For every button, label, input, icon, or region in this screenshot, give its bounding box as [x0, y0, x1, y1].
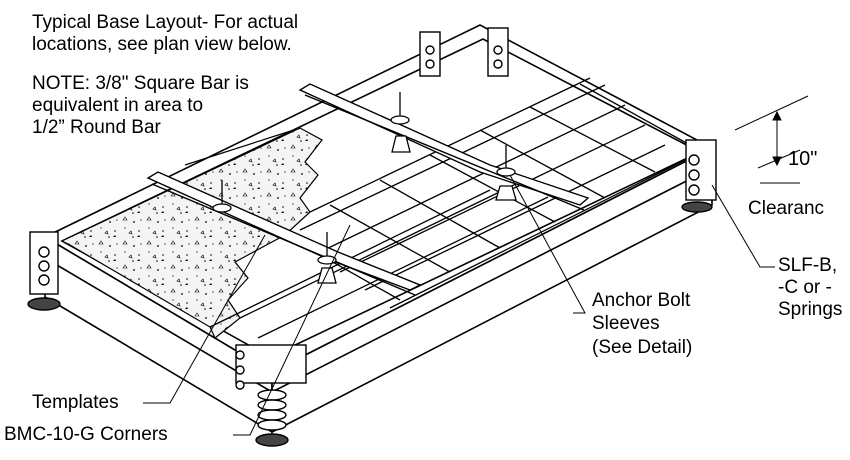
bar-note-line1: NOTE: 3/8" Square Bar is: [32, 73, 249, 94]
anchor-label-line3: (See Detail): [592, 337, 693, 358]
bar-note-line2: equivalent in area to: [32, 95, 204, 116]
clearance-label: Clearanc: [748, 198, 825, 219]
spring-label-line1: SLF-B,: [778, 255, 838, 276]
concrete-fill: [60, 127, 323, 339]
spring-label-line2: -C or -: [778, 277, 832, 298]
clearance-value: 10": [788, 148, 818, 170]
spring-label-line3: Springs: [778, 299, 843, 320]
templates-label: Templates: [32, 392, 119, 413]
corners-label: BMC-10-G Corners: [4, 424, 168, 445]
anchor-label-line2: Sleeves: [592, 313, 660, 334]
corner-springs: [27, 27, 717, 447]
layout-note-line1: Typical Base Layout- For actual: [32, 12, 299, 33]
bar-note-line3: 1/2” Round Bar: [32, 117, 161, 138]
anchor-label-line1: Anchor Bolt: [592, 290, 691, 311]
clearance-dimension: [734, 95, 809, 184]
layout-note-line2: locations, see plan view below.: [32, 34, 292, 55]
leader-lines: [143, 174, 775, 436]
anchor-bolts: [212, 92, 517, 284]
template-bars: [146, 83, 590, 296]
